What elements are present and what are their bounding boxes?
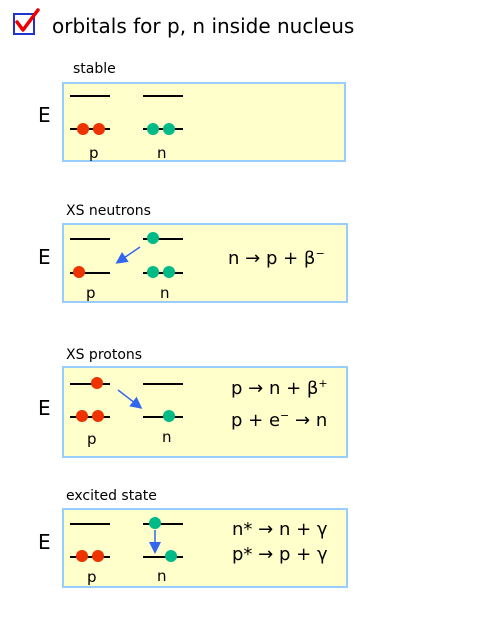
panel-stable xyxy=(62,82,346,162)
proton-lower-level xyxy=(70,556,110,558)
energy-axis-label: E xyxy=(38,103,51,127)
proton-lower-level xyxy=(70,272,110,274)
equation-rhs: p + γ xyxy=(279,544,328,565)
proton-dot xyxy=(93,123,105,135)
panel-xs-neutrons xyxy=(62,223,348,303)
neutron-label: n xyxy=(160,284,170,302)
proton-upper-level xyxy=(70,383,110,385)
neutron-dot xyxy=(147,232,159,244)
deexcitation-equation: n* → n + γ xyxy=(232,519,328,540)
panel-xs-protons xyxy=(62,366,348,458)
neutron-label: n xyxy=(157,144,167,162)
arrow-glyph: → xyxy=(258,544,274,565)
equation-lhs: p + e xyxy=(231,410,281,431)
equation-superscript: − xyxy=(280,409,290,422)
proton-upper-level xyxy=(70,95,110,97)
neutron-dot xyxy=(165,550,177,562)
proton-dot xyxy=(92,410,104,422)
section-label-excited-state: excited state xyxy=(66,488,157,504)
proton-label: p xyxy=(86,284,96,302)
neutron-label: n xyxy=(157,567,167,585)
neutron-label: n xyxy=(162,428,172,446)
section-label-xs-neutrons: XS neutrons xyxy=(66,203,151,219)
neutron-dot xyxy=(163,123,175,135)
checkbox[interactable] xyxy=(13,13,35,35)
proton-upper-level xyxy=(70,238,110,240)
neutron-dot xyxy=(147,266,159,278)
section-label-xs-protons: XS protons xyxy=(66,347,143,363)
proton-dot xyxy=(92,550,104,562)
equation-lhs: p xyxy=(231,378,243,399)
proton-upper-level xyxy=(70,523,110,525)
proton-dot xyxy=(76,410,88,422)
energy-axis-label: E xyxy=(38,530,51,554)
panel-excited-state xyxy=(62,508,348,588)
deexcitation-equation: p* → p + γ xyxy=(232,544,328,565)
neutron-upper-level xyxy=(143,95,183,97)
equation-rhs: n + γ xyxy=(278,519,328,540)
page-title: orbitals for p, n inside nucleus xyxy=(52,14,355,38)
proton-dot xyxy=(73,266,85,278)
equation-rhs: n + β xyxy=(269,378,319,399)
proton-dot xyxy=(76,550,88,562)
proton-dot xyxy=(91,377,103,389)
proton-label: p xyxy=(87,430,97,448)
arrow-glyph: → xyxy=(245,248,261,269)
arrow-glyph: → xyxy=(248,378,264,399)
neutron-upper-level xyxy=(143,238,183,240)
decay-equation: p → n + β+ xyxy=(231,377,328,399)
proton-label: p xyxy=(89,144,99,162)
proton-lower-level xyxy=(70,416,110,418)
arrow-glyph: → xyxy=(294,410,311,431)
neutron-upper-level xyxy=(143,523,183,525)
energy-axis-label: E xyxy=(38,245,51,269)
neutron-dot xyxy=(163,266,175,278)
proton-dot xyxy=(77,123,89,135)
equation-lhs: n xyxy=(228,248,240,269)
capture-equation: p + e− → n xyxy=(231,409,327,431)
neutron-upper-level xyxy=(143,383,183,385)
neutron-dot xyxy=(147,123,159,135)
neutron-dot xyxy=(149,517,161,529)
neutron-lower-level xyxy=(143,556,183,558)
equation-superscript: + xyxy=(318,377,328,390)
decay-equation: n → p + β− xyxy=(228,247,325,269)
equation-superscript: − xyxy=(315,247,325,260)
equation-rhs: p + β xyxy=(265,248,316,269)
energy-axis-label: E xyxy=(38,396,51,420)
section-label-stable: stable xyxy=(73,61,116,77)
equation-lhs: n* xyxy=(232,519,253,540)
proton-lower-level xyxy=(70,128,110,130)
proton-label: p xyxy=(87,568,97,586)
neutron-dot xyxy=(163,410,175,422)
equation-rhs: n xyxy=(315,410,328,431)
equation-lhs: p* xyxy=(232,544,253,565)
arrow-glyph: → xyxy=(258,519,274,540)
